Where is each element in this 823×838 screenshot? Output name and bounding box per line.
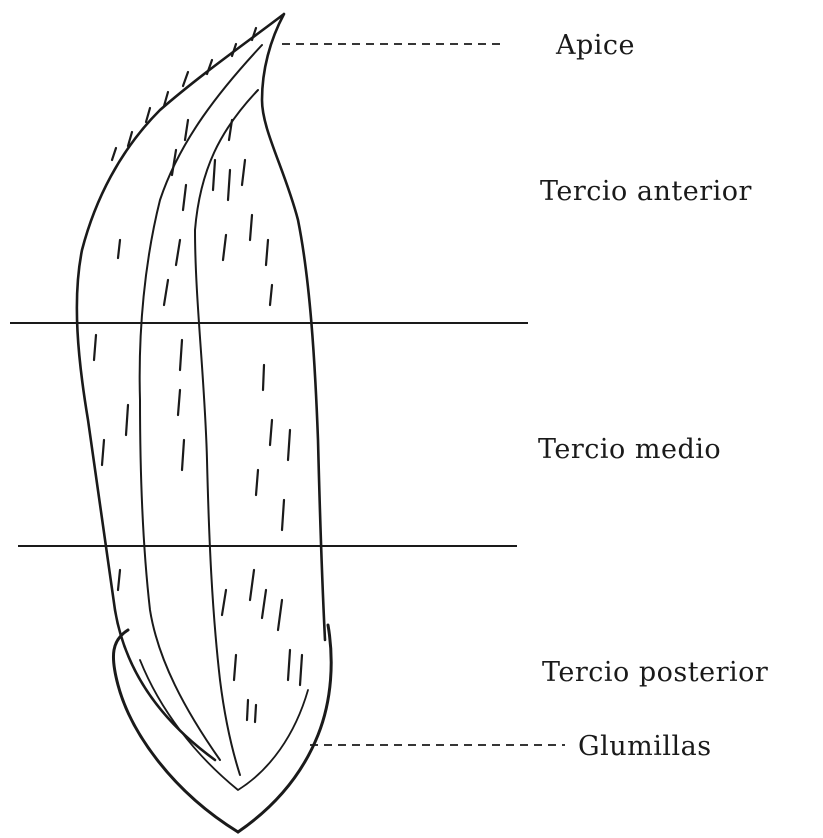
label-glumellae: Glumillas [578,731,712,762]
glumellae-left [113,630,238,832]
label-posterior-third: Tercio posterior [542,657,768,688]
grain-inner-ridge-center [195,90,258,775]
label-anterior-third: Tercio anterior [540,176,752,207]
grain-inner-ridge-left [140,45,262,760]
label-apex: Apice [555,30,635,61]
label-middle-third: Tercio medio [538,434,721,465]
glumellae-right [238,625,331,832]
